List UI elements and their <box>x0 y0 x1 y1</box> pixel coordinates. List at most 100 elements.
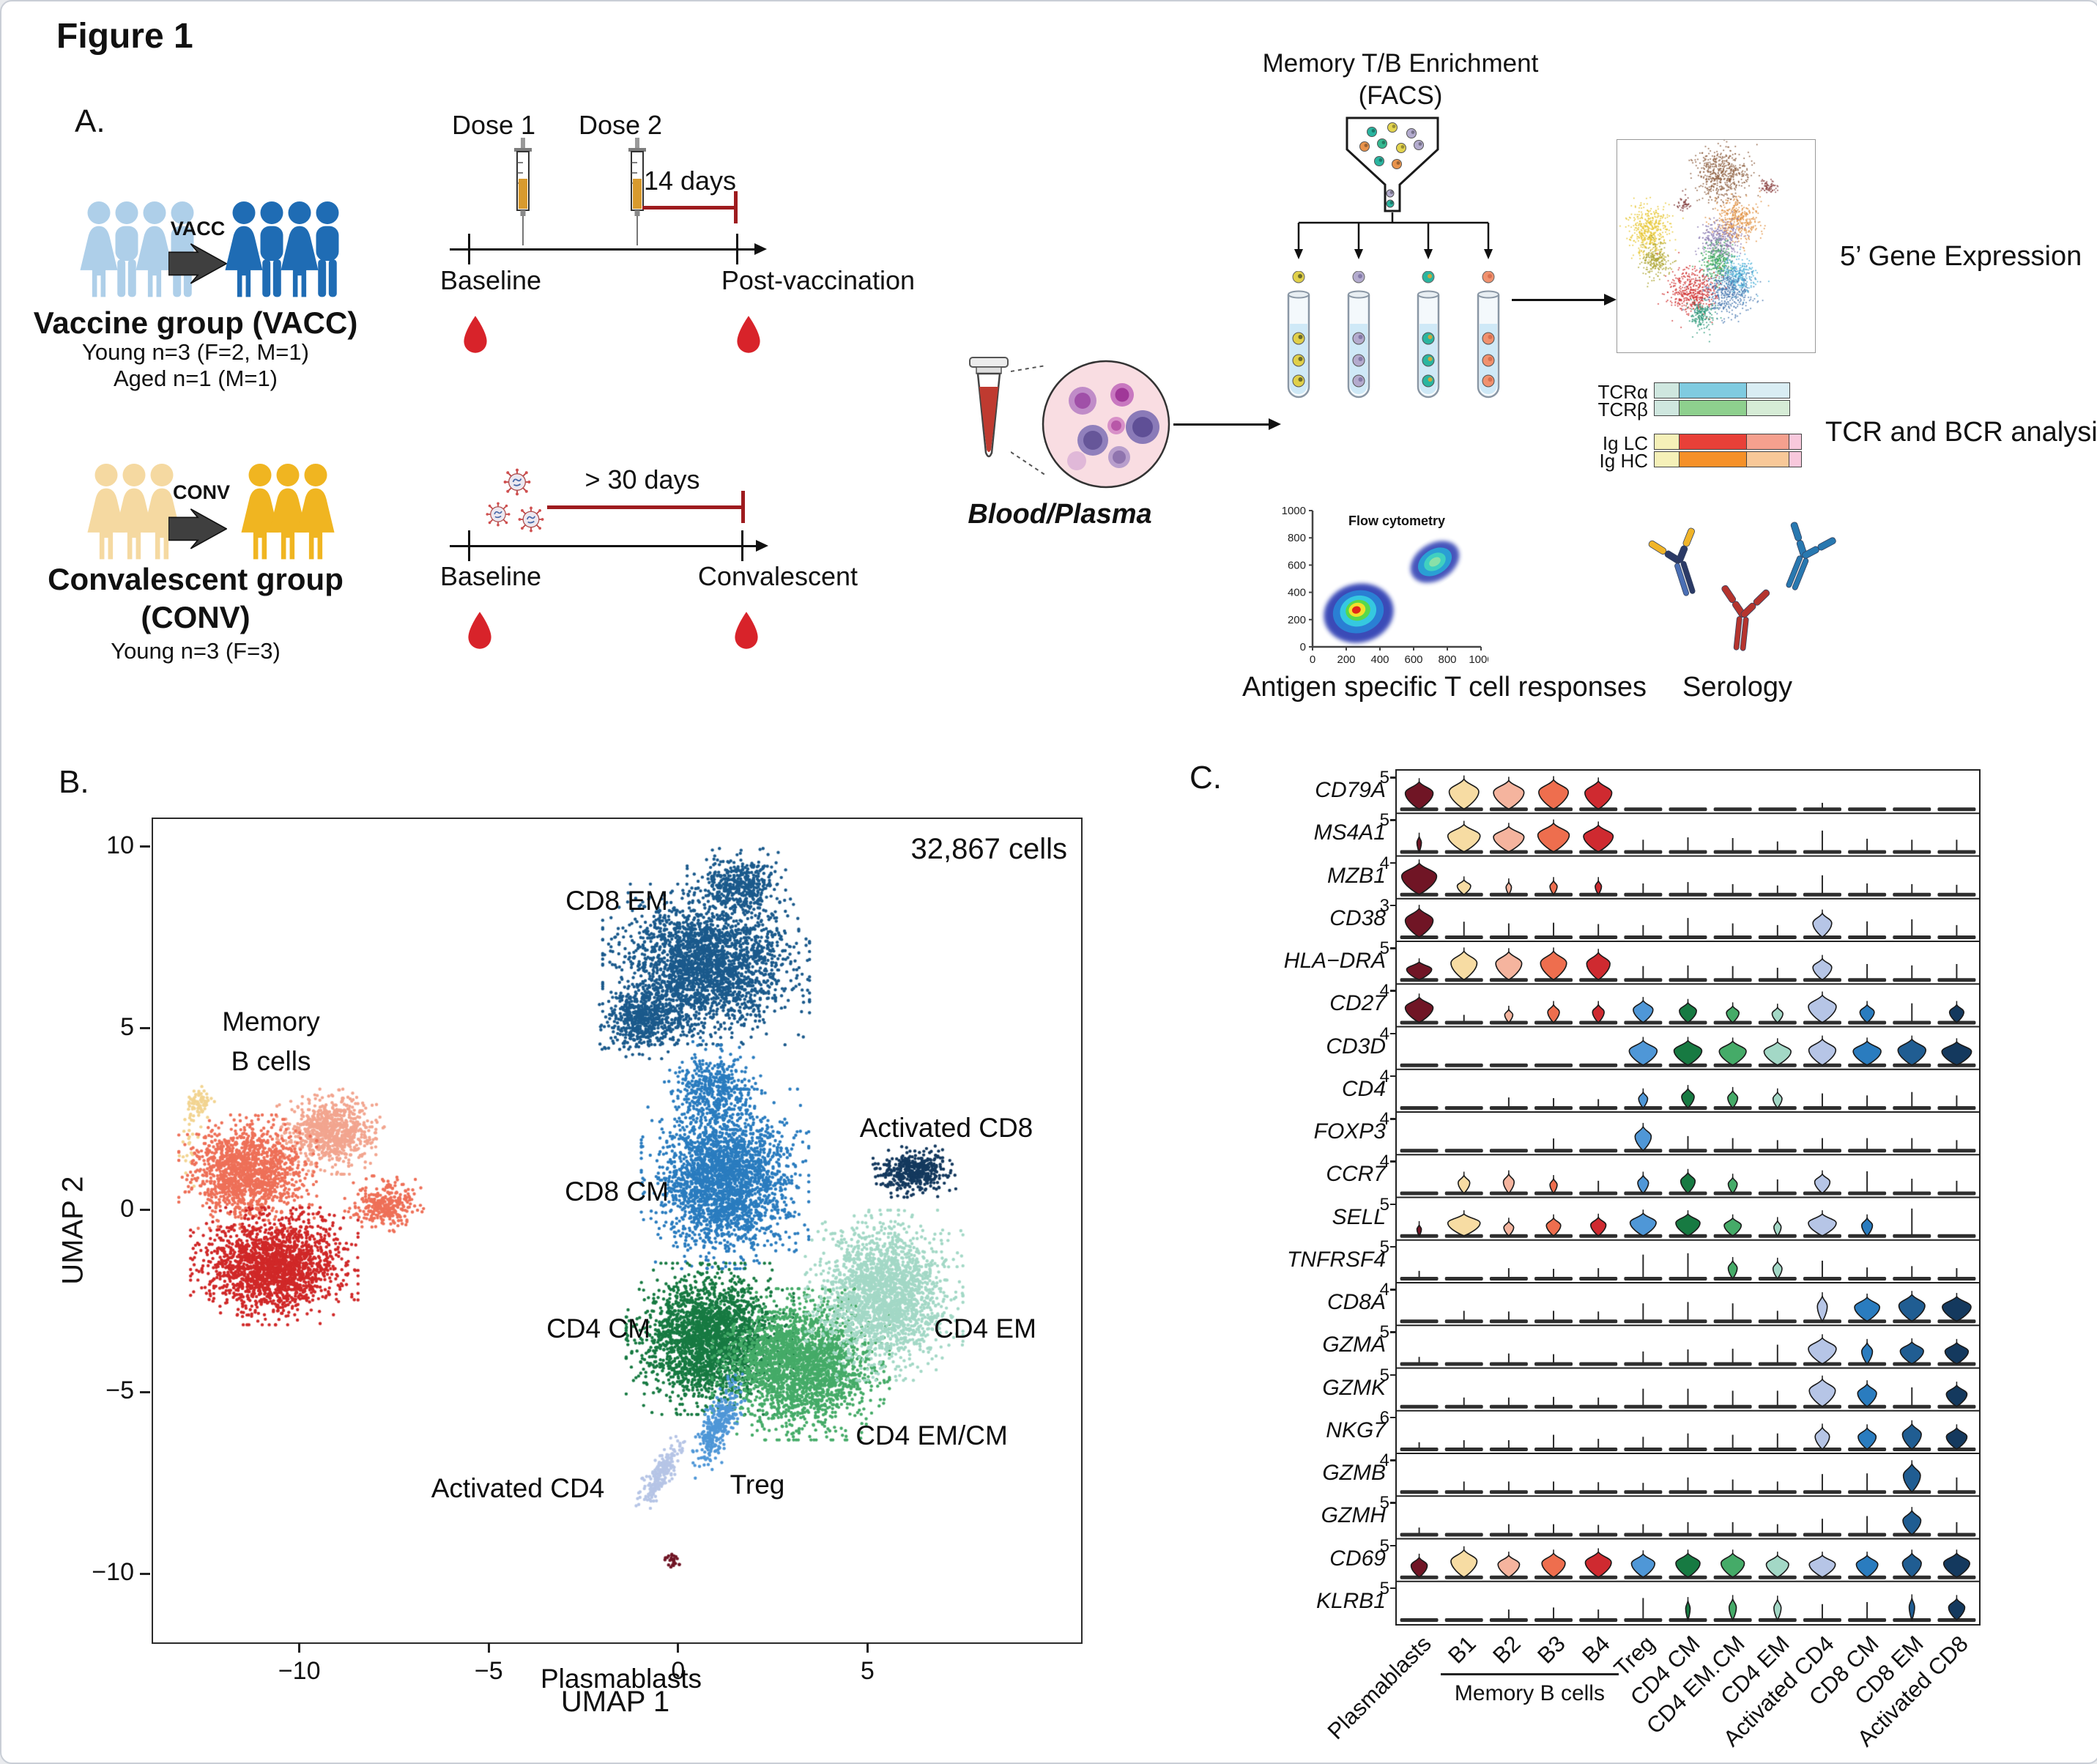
tcr-bar-segment <box>1747 401 1789 415</box>
y-tick-label: −5 <box>105 1376 134 1405</box>
svg-text:0: 0 <box>1300 641 1306 653</box>
gene-label: GZMK <box>1322 1375 1386 1400</box>
svg-text:600: 600 <box>1404 653 1422 666</box>
tcr-row-bar <box>1654 451 1802 467</box>
umap-cluster-label: Activated CD8 <box>859 1113 1033 1143</box>
violin-row-tick <box>1390 990 1396 992</box>
svg-text:600: 600 <box>1288 559 1306 571</box>
y-axis-max-label: 5 <box>1379 1578 1389 1598</box>
y-axis-max-label: 4 <box>1379 1023 1389 1044</box>
y-axis-max-label: 4 <box>1379 853 1389 873</box>
blood-drop-icon <box>467 611 493 650</box>
violin-row-tick <box>1390 947 1396 949</box>
tcr-bar-segment <box>1789 452 1801 467</box>
y-axis-max-label: 5 <box>1379 768 1389 788</box>
tcr-bar-segment <box>1680 401 1747 415</box>
svg-text:200: 200 <box>1288 614 1306 626</box>
umap-cluster-label: Plasmablasts <box>540 1664 702 1694</box>
y-axis-max-label: 6 <box>1379 1407 1389 1428</box>
conv-baseline-label: Baseline <box>439 561 542 591</box>
tcr-bcr-label: TCR and BCR analysis <box>1825 417 2097 448</box>
umap-cluster-label: B cells <box>231 1046 311 1076</box>
violin-row-tick <box>1390 1331 1396 1333</box>
sorted-tube-icon <box>1287 271 1310 399</box>
memory-b-cells-label: Memory B cells <box>1454 1681 1605 1705</box>
y-axis-tick <box>140 1027 150 1030</box>
violin-row-tick <box>1390 1075 1396 1078</box>
y-axis-max-label: 5 <box>1379 1237 1389 1257</box>
vacc-endpoint-label: Post-vaccination <box>721 265 916 295</box>
gene-label: TNFRSF4 <box>1287 1247 1386 1272</box>
conv-bracket-cap <box>741 491 745 523</box>
tcr-bar-segment <box>1747 434 1789 449</box>
x-tick-label: 0 <box>671 1657 686 1685</box>
blood-drop-icon <box>735 315 762 354</box>
syringe-icon <box>507 138 539 248</box>
umap-ylabel: UMAP 2 <box>56 1176 89 1285</box>
facs-title-line1: Memory T/B Enrichment <box>1262 49 1539 78</box>
gene-label: CD3D <box>1326 1034 1386 1059</box>
vacc-baseline-label: Baseline <box>439 265 542 295</box>
tcr-bar-segment <box>1680 383 1747 398</box>
violin-row-tick <box>1390 1587 1396 1590</box>
blood-drop-icon <box>733 611 760 650</box>
blood-plasma-label: Blood/Plasma <box>968 499 1152 530</box>
sorted-tube-icon <box>1417 271 1440 399</box>
conv-subtitle1: Young n=3 (F=3) <box>111 638 281 664</box>
panel-a-label: A. <box>75 103 105 139</box>
arrow-to-umap-thumb <box>1512 294 1617 305</box>
violin-row-tick <box>1390 904 1396 907</box>
conv-timeline-axis <box>450 540 768 552</box>
x-tick-label: −5 <box>474 1657 503 1685</box>
zoom-dashes <box>1011 365 1047 476</box>
y-axis-max-label: 5 <box>1379 1194 1389 1215</box>
vacc-subtitle2: Aged n=1 (M=1) <box>113 366 278 391</box>
conv-title-line2: (CONV) <box>141 600 250 634</box>
violin-row-tick <box>1390 1118 1396 1120</box>
y-axis-max-label: 4 <box>1379 1152 1389 1172</box>
umap-scatter-canvas <box>153 819 1081 1642</box>
violin-row-tick <box>1390 819 1396 821</box>
antibody-icons <box>1648 522 1836 651</box>
gene-label: CD38 <box>1329 905 1386 930</box>
umap-cell-count: 32,867 cells <box>910 833 1067 865</box>
conv-arrow-label: CONV <box>172 481 230 503</box>
y-axis-tick <box>140 845 150 848</box>
violin-row-tick <box>1390 1502 1396 1504</box>
violin-row-tick <box>1390 777 1396 779</box>
y-axis-max-label: 4 <box>1379 1450 1389 1470</box>
dose1-label: Dose 1 <box>451 110 536 140</box>
x-tick-label: 5 <box>860 1657 875 1685</box>
x-tick-label: −10 <box>278 1657 321 1685</box>
umap-cluster-label: CD4 EM/CM <box>855 1420 1008 1450</box>
funnel-splitter-arrows <box>1294 212 1493 259</box>
svg-text:400: 400 <box>1370 653 1389 666</box>
facs-title-line2: (FACS) <box>1358 81 1443 110</box>
umap-cluster-label: CD8 CM <box>565 1176 669 1207</box>
y-axis-max-label: 4 <box>1379 1280 1389 1300</box>
y-axis-max-label: 5 <box>1379 1535 1389 1556</box>
vacc-arrow-icon <box>168 243 227 284</box>
flow-density-blob-large <box>1324 583 1394 643</box>
umap-cluster-label: Treg <box>730 1470 785 1500</box>
violin-row-tick <box>1390 1459 1396 1461</box>
svg-text:800: 800 <box>1288 532 1306 544</box>
gene-label: CD8A <box>1326 1290 1386 1315</box>
antibody-icon <box>1721 585 1770 651</box>
memory-b-underline <box>1440 1673 1619 1675</box>
violin-row-tick <box>1390 1160 1396 1163</box>
tcr-bar-segment <box>1680 452 1747 467</box>
tcr-bar-segment <box>1747 452 1789 467</box>
svg-text:0: 0 <box>1310 653 1315 666</box>
gene-label: GZMB <box>1322 1461 1386 1486</box>
svg-text:800: 800 <box>1438 653 1456 666</box>
conv-title-line1: Convalescent group <box>48 562 344 596</box>
gene-label: CCR7 <box>1326 1162 1386 1187</box>
tcr-row-label: Ig LC <box>1602 432 1648 454</box>
vacc-timeline-axis <box>450 243 767 255</box>
y-axis-max-label: 4 <box>1379 981 1389 1001</box>
serology-label: Serology <box>1682 672 1792 703</box>
gene-label: MZB1 <box>1326 863 1386 888</box>
y-axis-max-label: 5 <box>1379 1365 1389 1385</box>
y-axis-max-label: 3 <box>1379 895 1389 916</box>
